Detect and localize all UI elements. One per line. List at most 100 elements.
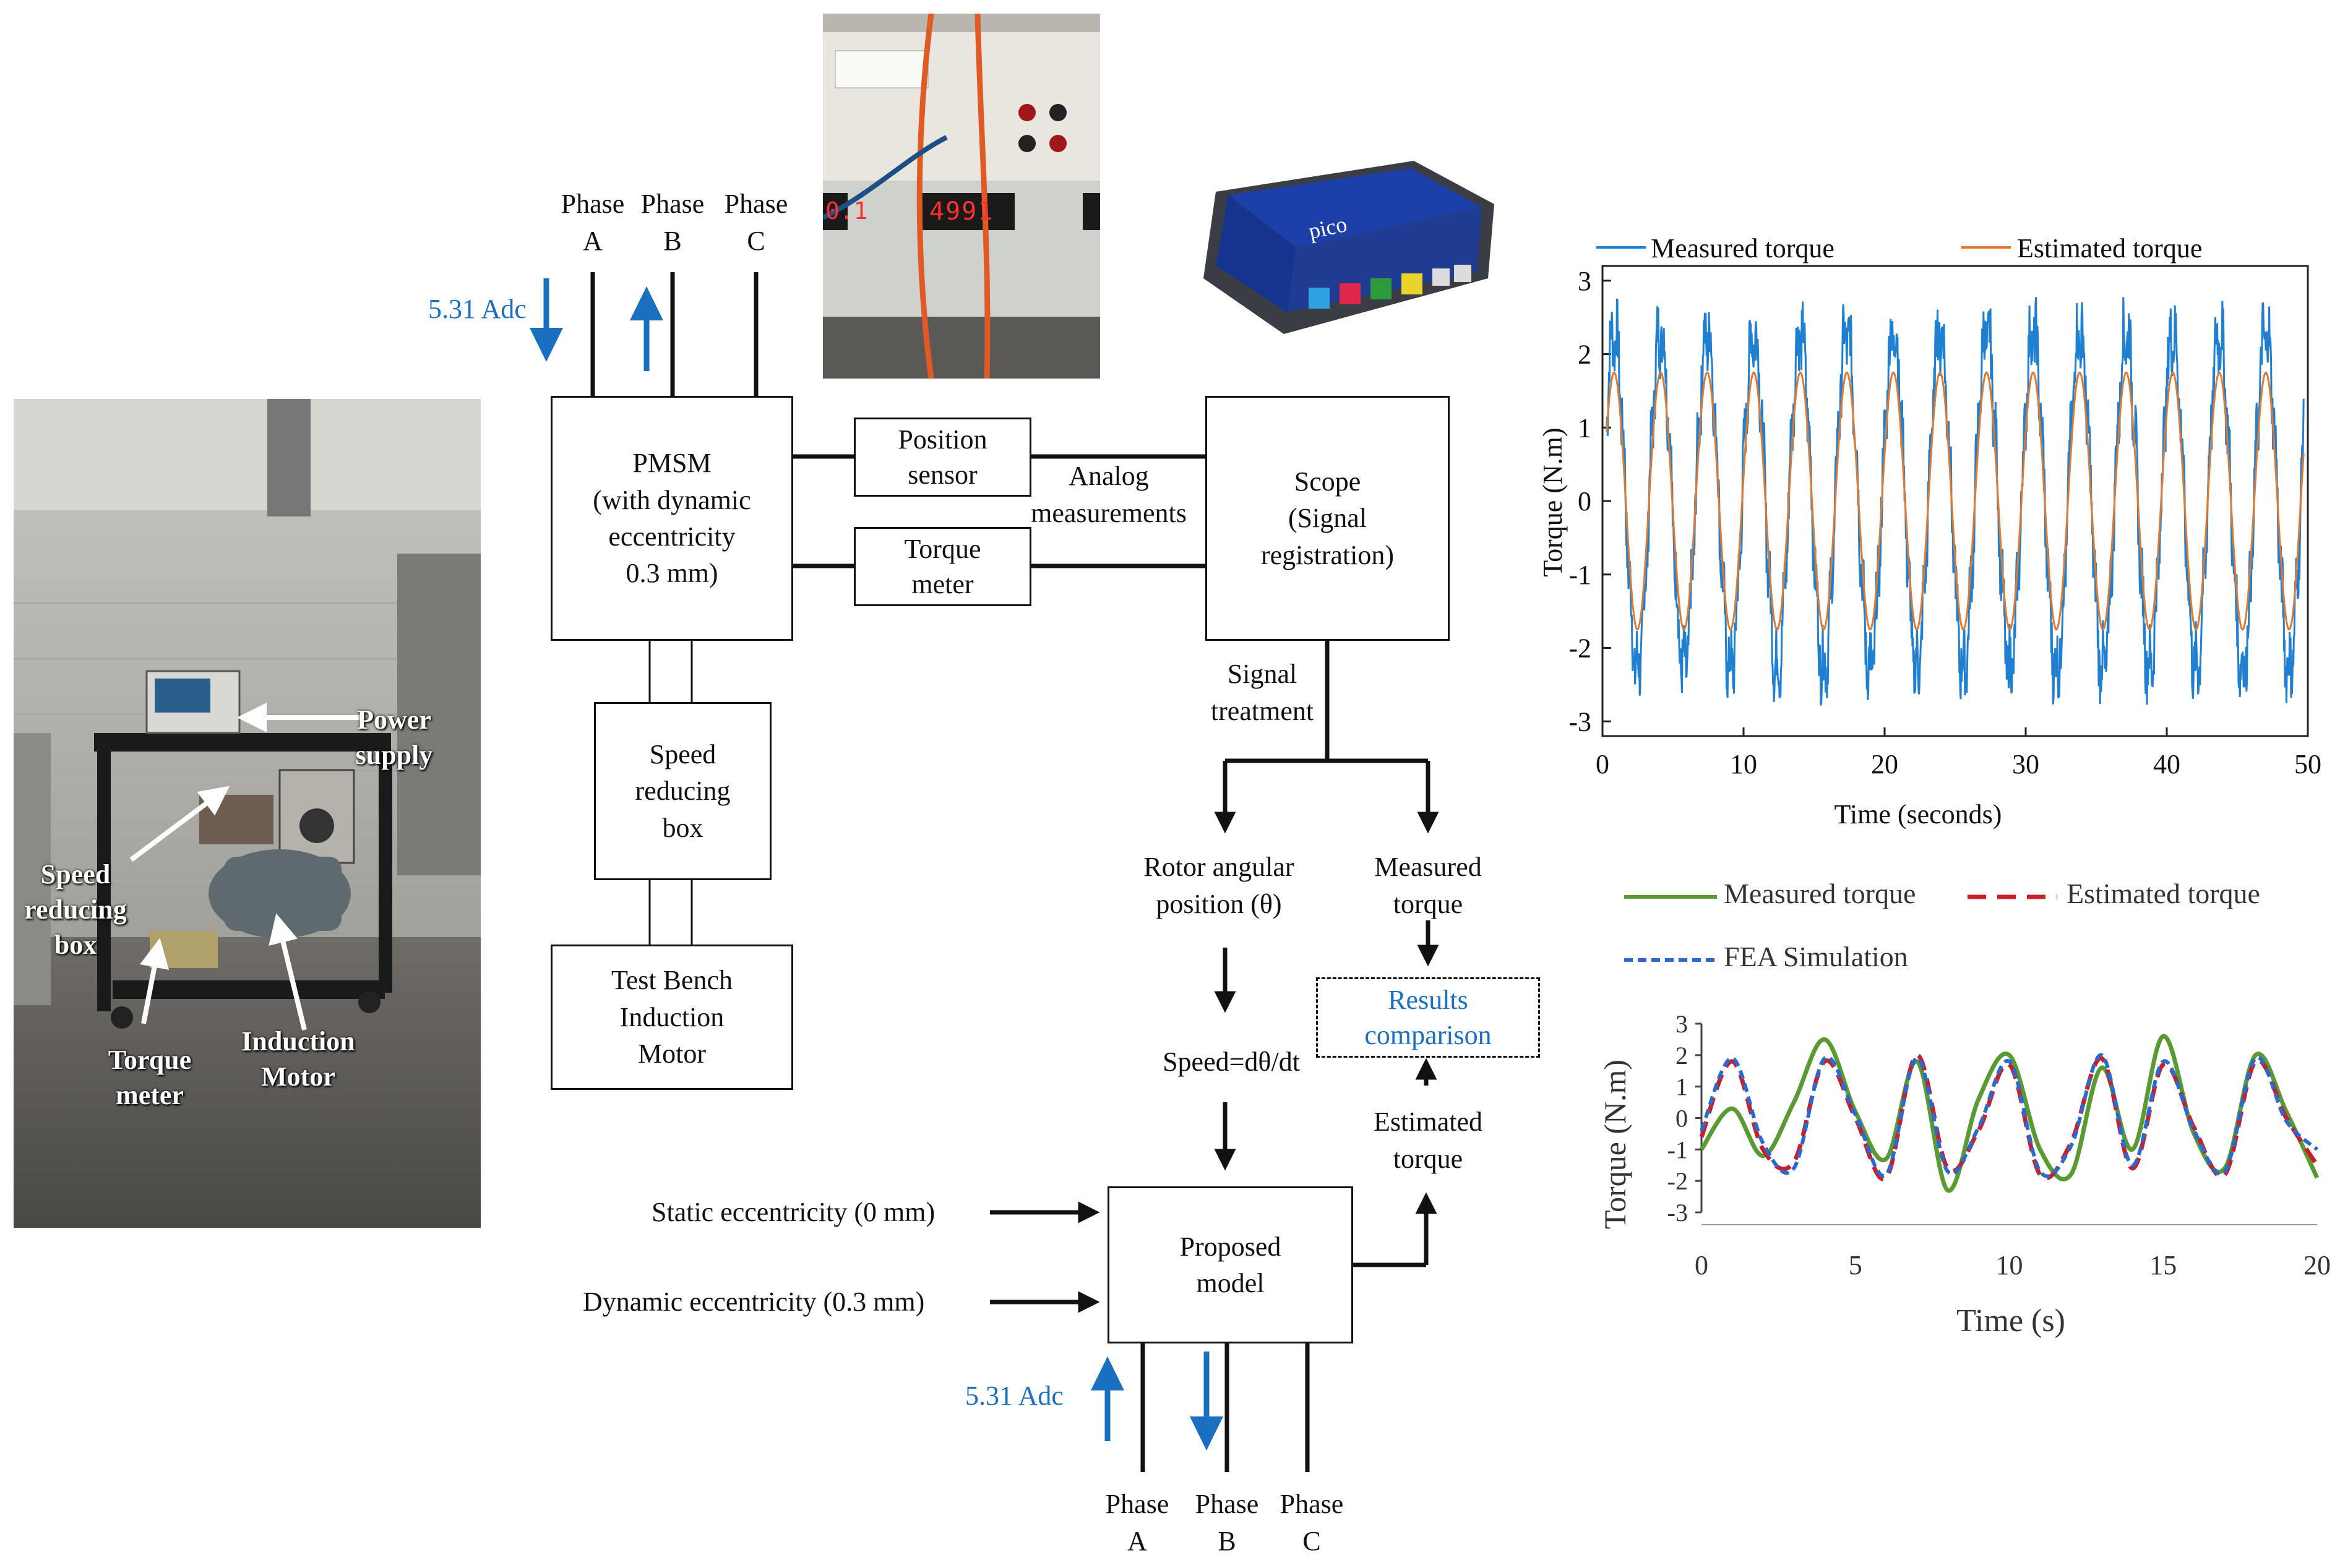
- chart2-ytick-label: 0: [1675, 1105, 1688, 1133]
- proposed-model-block: Proposed model: [1108, 1186, 1353, 1343]
- scope-line-2: (Signal: [1288, 503, 1367, 534]
- chart2-xtick-label: 10: [1996, 1250, 2023, 1280]
- speed-box-line-1: Speed: [649, 739, 716, 769]
- top-current-label: 5.31 Adc: [428, 294, 527, 324]
- chart2-series-estimated: [1699, 1053, 2319, 1181]
- position-sensor-block: Position sensor: [854, 418, 1031, 497]
- meter-display-1: 0.1: [825, 197, 868, 225]
- bottom-phase-a-label: Phase: [1105, 1489, 1169, 1519]
- bottom-phase-c-label: Phase: [1280, 1489, 1344, 1519]
- chart1-ytick-label: -1: [1568, 560, 1591, 590]
- label-power-supply: Power supply: [355, 705, 433, 771]
- chart2-ytick-label: 1: [1675, 1073, 1688, 1101]
- speed-box-line-3: box: [662, 812, 703, 843]
- signal-label: Signal: [1227, 659, 1297, 689]
- chart2-xtick-label: 5: [1849, 1250, 1862, 1280]
- meter-illustration: [823, 14, 1100, 379]
- label-induction-motor: Induction Motor: [241, 1026, 355, 1092]
- position-sensor-line-1: Position: [898, 424, 987, 455]
- chart2-xtick-label: 0: [1695, 1250, 1708, 1280]
- pmsm-line-3: eccentricity: [608, 521, 736, 552]
- top-phase-b-label: Phase: [640, 189, 705, 219]
- bottom-current-label: 5.31 Adc: [965, 1381, 1064, 1411]
- scope-device-photo: pico: [1191, 155, 1500, 346]
- rotor-label-1: Rotor angular: [1143, 852, 1294, 882]
- torque-meter-line-1: Torque: [904, 533, 981, 564]
- chart2-ylabel: Torque (N.m): [1598, 1059, 1632, 1230]
- bottom-phase-b-label: Phase: [1195, 1489, 1259, 1519]
- treatment-label: treatment: [1210, 696, 1314, 726]
- rotor-label-2: position (θ): [1156, 889, 1282, 919]
- dynamic-eccentricity-label: Dynamic eccentricity (0.3 mm): [583, 1287, 925, 1317]
- chart1-xtick-label: 20: [1871, 749, 1898, 779]
- chart2-xlabel: Time (s): [1956, 1303, 2065, 1339]
- chart2-ytick-label: -1: [1667, 1136, 1688, 1163]
- top-phase-b-letter: B: [663, 226, 682, 256]
- speed-label: Speed=dθ/dt: [1163, 1047, 1300, 1077]
- test-bench-line-1: Test Bench: [611, 965, 733, 996]
- scope-block: Scope (Signal registration): [1205, 396, 1450, 641]
- scope-line-1: Scope: [1294, 466, 1361, 497]
- chart2-ytick-label: -3: [1667, 1199, 1688, 1227]
- chart1-ytick-label: -3: [1568, 706, 1591, 737]
- chart1-xlabel: Time (seconds): [1834, 799, 2002, 829]
- pmsm-line-2: (with dynamic: [593, 484, 751, 515]
- scope-illustration: [1203, 161, 1494, 334]
- chart2-ytick-label: 3: [1675, 1010, 1688, 1038]
- estimated-torque-label-1: Estimated: [1374, 1107, 1482, 1137]
- chart2-xtick-label: 15: [2149, 1250, 2177, 1280]
- estimated-torque-label-2: torque: [1393, 1144, 1463, 1174]
- chart1-xtick-label: 10: [1730, 749, 1757, 779]
- chart2-legend-estimated: Estimated torque: [2067, 878, 2260, 909]
- chart2-series-fea: [1700, 1053, 2319, 1178]
- analog-label: Analog: [1069, 461, 1149, 491]
- bottom-phase-a-letter: A: [1127, 1526, 1147, 1556]
- top-phase-c-label: Phase: [724, 189, 788, 219]
- torque-meter-line-2: meter: [911, 569, 974, 599]
- position-sensor-line-2: sensor: [908, 460, 978, 490]
- meter-display-2: 4991: [929, 197, 994, 226]
- chart1-series-estimated: [1606, 371, 2305, 631]
- measured-torque-label-2: torque: [1393, 889, 1463, 919]
- chart1-ytick-label: 0: [1578, 486, 1591, 516]
- measured-torque-label-1: Measured: [1374, 852, 1482, 882]
- chart2-legend-fea: FEA Simulation: [1724, 941, 1908, 972]
- test-bench-line-3: Motor: [638, 1039, 706, 1069]
- proposed-model-line-1: Proposed: [1179, 1231, 1281, 1262]
- chart1-xtick-label: 0: [1596, 749, 1609, 779]
- test-bench-illustration: [14, 399, 481, 1228]
- bottom-phase-b-letter: B: [1218, 1526, 1236, 1556]
- top-phase-a-label: Phase: [561, 189, 625, 219]
- test-bench-line-2: Induction: [619, 1001, 725, 1032]
- static-eccentricity-label: Static eccentricity (0 mm): [652, 1197, 936, 1227]
- pmsm-line-1: PMSM: [632, 448, 712, 479]
- chart2-ytick-label: 2: [1675, 1042, 1688, 1069]
- scope-line-3: registration): [1260, 539, 1395, 570]
- results-line-1: Results: [1388, 984, 1468, 1015]
- chart1-xtick-label: 40: [2153, 749, 2180, 779]
- label-speed-reducing-box: Speed reducing box: [24, 859, 127, 961]
- results-line-2: comparison: [1364, 1020, 1492, 1050]
- annotation-arrows: [129, 703, 360, 1030]
- chart1-legend-measured: Measured torque: [1651, 233, 1835, 263]
- chart1-xtick-label: 30: [2012, 749, 2039, 779]
- torque-meter-block: Torque meter: [854, 527, 1031, 606]
- chart1-ytick-label: 1: [1578, 413, 1591, 443]
- measurements-label: measurements: [1031, 498, 1187, 528]
- torque-meter-photo: 0.1 4991: [823, 14, 1100, 379]
- chart1-legend-estimated: Estimated torque: [2017, 233, 2203, 263]
- label-torque-meter: Torque meter: [108, 1045, 192, 1111]
- chart2-ytick-label: -2: [1667, 1167, 1688, 1195]
- proposed-model-line-2: model: [1196, 1268, 1265, 1298]
- top-phase-c-letter: C: [747, 226, 765, 256]
- chart1-ytick-label: -2: [1568, 633, 1591, 664]
- chart1-series-measured: [1606, 297, 2305, 706]
- chart1-ytick-label: 3: [1578, 266, 1591, 296]
- test-bench-photo: Power supply Speed reducing box Torque m…: [14, 399, 481, 1228]
